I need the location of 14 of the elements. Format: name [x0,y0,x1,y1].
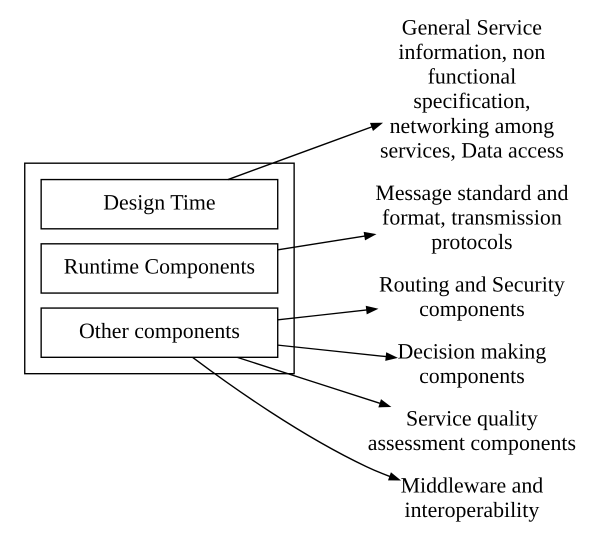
arrow [192,356,402,480]
node-text: Middleware and interoperability [400,472,544,522]
node-text: Decision making components [398,338,546,388]
arrow [278,305,378,320]
node-text: Message standard and format, transmission protocols [375,180,568,254]
node-text: General Service information, non functional specification, networking among services, Data access [380,14,564,162]
node-text: Service quality assessment components [368,406,576,455]
cluster [24,162,295,374]
node-text: Routing and Security components [379,272,565,321]
node-box: Design Time [40,178,278,229]
arrow [278,231,376,250]
arrow [278,344,398,360]
node-box: Runtime Components [40,242,278,294]
node-box: Other components [40,306,278,358]
